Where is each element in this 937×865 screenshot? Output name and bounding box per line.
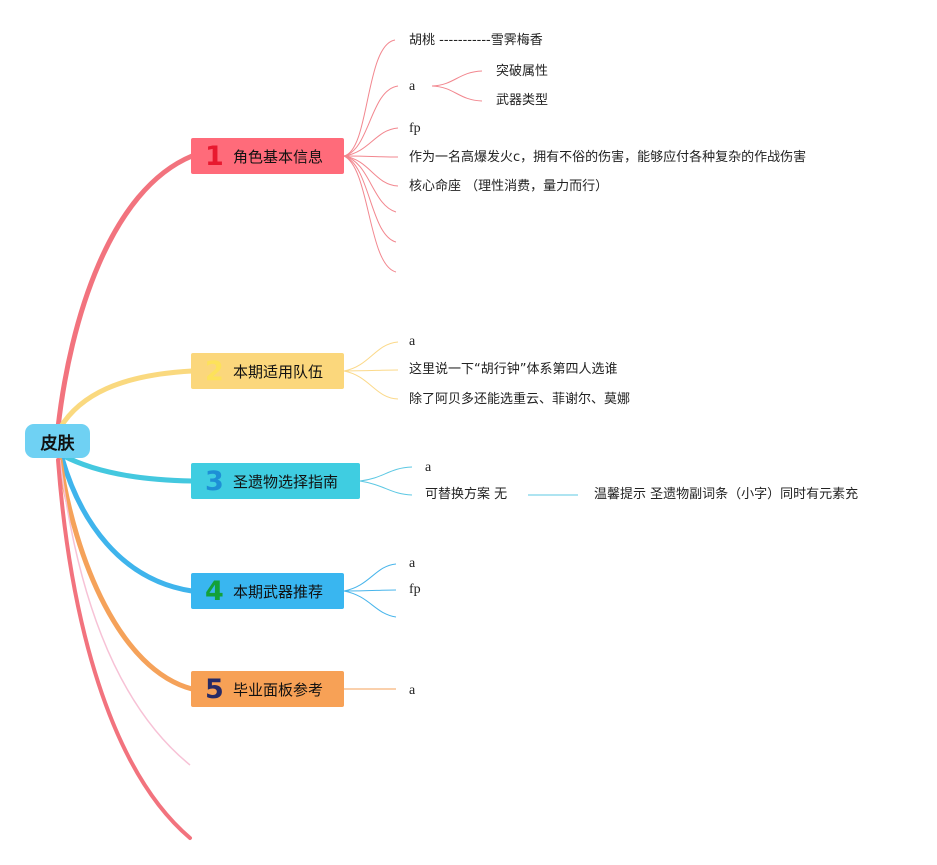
link-root-extra-red	[56, 458, 192, 840]
branch-node-5[interactable]: 5 毕业面板参考	[191, 671, 344, 707]
link-root-extra-pink	[59, 459, 191, 766]
branch-number-5: 5	[205, 673, 224, 705]
leaf-1-5[interactable]: 核心命座 （理性消费，量力而行）	[409, 179, 609, 194]
branch-node-2[interactable]: 2 本期适用队伍	[191, 353, 344, 389]
subleaf-3-2-1[interactable]: 温馨提示 圣遗物副词条（小字）同时有元素充	[594, 487, 859, 502]
branch-label-1: 角色基本信息	[233, 147, 324, 166]
branch-label-5: 毕业面板参考	[233, 680, 324, 699]
branch-node-1[interactable]: 1 角色基本信息	[191, 138, 344, 174]
leaf-3-1[interactable]: a	[425, 460, 432, 475]
subleaf-1-2-1[interactable]: 突破属性	[496, 64, 549, 79]
branch-node-3[interactable]: 3 圣遗物选择指南	[191, 463, 360, 499]
link-root-branch-1	[55, 153, 195, 431]
link-root-branch-4	[59, 455, 195, 594]
branch-4-leaf-links	[343, 563, 397, 618]
leaf-1-1[interactable]: 胡桃 -----------雪霁梅香	[409, 33, 543, 48]
leaf-5-1[interactable]: a	[409, 683, 416, 698]
branch-number-4: 4	[205, 575, 224, 607]
subleaf-1-2-2[interactable]: 武器类型	[496, 93, 549, 108]
leaf-1-3[interactable]: fp	[409, 121, 421, 136]
leaf-4-1[interactable]: a	[409, 556, 416, 571]
leaf-2-1[interactable]: a	[409, 334, 416, 349]
leaf-1-4[interactable]: 作为一名高爆发火c，拥有不俗的伤害，能够应付各种复杂的作战伤害	[409, 150, 807, 165]
leaf-1-2[interactable]: a	[409, 79, 416, 94]
leaf-2-3[interactable]: 除了阿贝多还能选重云、菲谢尔、莫娜	[409, 392, 631, 407]
branch-number-1: 1	[205, 140, 224, 172]
branch-label-4: 本期武器推荐	[233, 582, 324, 601]
link-root-branch-3	[59, 452, 195, 484]
branch-label-3: 圣遗物选择指南	[233, 472, 339, 491]
branch-2-leaf-links	[343, 341, 399, 400]
branch-1-leaf-links	[343, 39, 483, 273]
branch-number-2: 2	[205, 355, 224, 387]
leaf-3-2[interactable]: 可替换方案 无	[425, 487, 508, 502]
root-node[interactable]: 皮肤	[25, 424, 90, 458]
branch-3-leaf-links	[359, 466, 578, 496]
link-root-branch-5	[57, 457, 195, 692]
leaf-2-2[interactable]: 这里说一下“胡行钟”体系第四人选谁	[409, 362, 618, 377]
branch-number-3: 3	[205, 465, 224, 497]
branch-label-2: 本期适用队伍	[233, 362, 324, 381]
leaf-4-2[interactable]: fp	[409, 582, 421, 597]
link-root-branch-2	[57, 368, 195, 431]
branch-node-4[interactable]: 4 本期武器推荐	[191, 573, 344, 609]
